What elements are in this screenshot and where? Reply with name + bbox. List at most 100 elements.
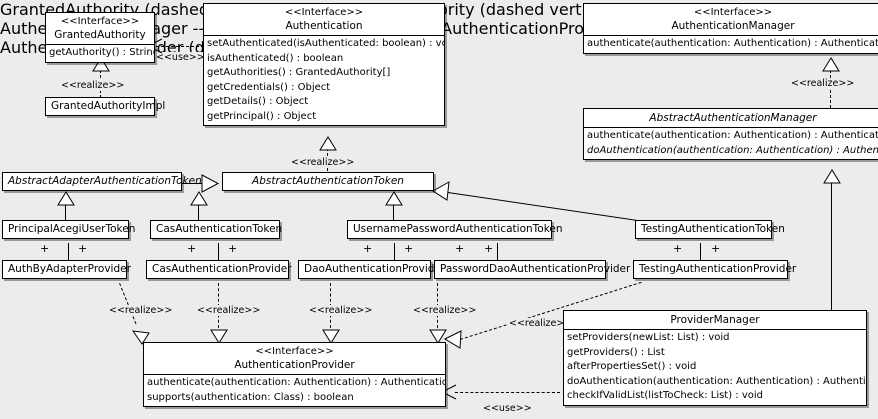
class-header-granted-authority-impl: GrantedAuthorityImpl (46, 98, 166, 115)
class-granted-authority[interactable]: <<Interface>> GrantedAuthority getAuthor… (45, 12, 155, 63)
class-authentication-provider[interactable]: <<Interface>> AuthenticationProvider aut… (143, 342, 446, 407)
class-header-cas-authentication-provider: CasAuthenticationProvider (147, 261, 292, 278)
class-name-label: TestingAuthenticationProvider (639, 263, 797, 275)
class-header-provider-manager: ProviderManager (564, 311, 866, 329)
class-name-label: AbstractAuthenticationToken (252, 175, 404, 187)
assoc-plus-userpass-b: + (404, 242, 414, 255)
method-authenticate: authenticate(authentication: Authenticat… (587, 38, 878, 49)
assoc-plus-userpass-c: + (455, 242, 465, 255)
class-principal-acegi-user-token[interactable]: PrincipalAcegiUserToken (2, 220, 136, 239)
class-header-granted-authority: <<Interface>> GrantedAuthority (46, 13, 154, 44)
generalization-link-providermanager (831, 182, 832, 310)
assoc-link-testing-testingprovider (700, 243, 701, 261)
generalization-link-adaptertoken (182, 183, 218, 184)
class-authentication[interactable]: <<Interface>> Authentication setAuthenti… (203, 3, 445, 126)
class-header-abstract-adapter-authentication-token: AbstractAdapterAuthenticationToken (3, 173, 202, 190)
class-name-label: AbstractAdapterAuthenticationToken (8, 175, 202, 187)
class-members-authentication: setAuthenticated(isAuthenticated: boolea… (204, 35, 444, 125)
class-dao-authentication-provider[interactable]: DaoAuthenticationProvider (298, 260, 446, 279)
class-header-abstract-authentication-token: AbstractAuthenticationToken (223, 173, 433, 190)
class-abstract-adapter-authentication-token[interactable]: AbstractAdapterAuthenticationToken (2, 172, 202, 191)
assoc-plus-principal-right: + (78, 242, 88, 255)
label-use-providermanager: <<use>> (482, 403, 533, 414)
class-name-label: GrantedAuthority (54, 29, 146, 41)
class-name-label: GrantedAuthorityImpl (51, 100, 166, 112)
use-link-authentication-grantedauthority (156, 46, 204, 47)
assoc-plus-userpass-a: + (363, 242, 373, 255)
class-name-label: AuthenticationManager (671, 20, 795, 32)
method-getproviders: getProviders() : List (567, 346, 665, 358)
assoc-plus-principal-left: + (40, 242, 50, 255)
realize-arrowhead-from-casprovider (210, 329, 228, 344)
label-realize-testingprovider: <<realize>> (508, 318, 574, 329)
method-setproviders: setProviders(newList: List) : void (567, 332, 730, 343)
class-granted-authority-impl[interactable]: GrantedAuthorityImpl (45, 97, 166, 116)
class-header-username-password-authentication-token: UsernamePasswordAuthenticationToken (348, 221, 563, 238)
stereotype-label: <<Interface>> (255, 346, 334, 357)
class-name-label: DaoAuthenticationProvider (304, 263, 446, 275)
method-afterpropertiesset: afterPropertiesSet() : void (567, 361, 697, 372)
stereotype-label: <<Interface>> (693, 7, 773, 18)
label-realize-passworddaoprovider: <<realize>> (412, 305, 478, 316)
class-header-dao-authentication-provider: DaoAuthenticationProvider (299, 261, 446, 278)
assoc-plus-testing-right: + (711, 242, 721, 255)
class-abstract-authentication-manager[interactable]: AbstractAuthenticationManager authentica… (583, 108, 878, 160)
class-testing-authentication-provider[interactable]: TestingAuthenticationProvider (633, 260, 797, 279)
realize-arrowhead-from-daoprovider (322, 329, 340, 344)
class-members-provider-manager: setProviders(newList: List) : void getPr… (564, 329, 866, 405)
label-realize-authbyadapter: <<realize>> (108, 305, 174, 316)
class-auth-by-adapter-provider[interactable]: AuthByAdapterProvider (2, 260, 131, 279)
assoc-plus-testing-left: + (673, 242, 683, 255)
realize-link-authbyadapter (119, 283, 137, 325)
assoc-link-userpass-passworddao (497, 243, 498, 261)
label-use-grantedauthority: <<use>> (155, 52, 206, 63)
assoc-plus-cas-left: + (187, 242, 197, 255)
method-checkifvalidlist: checkIfValidList(listToCheck: List) : vo… (567, 390, 764, 401)
generalization-link-testingtoken (447, 192, 652, 224)
method-isauthenticated: isAuthenticated() : boolean (207, 52, 344, 64)
realize-arrowhead-authentication (319, 136, 337, 151)
class-header-principal-acegi-user-token: PrincipalAcegiUserToken (3, 221, 136, 238)
assoc-plus-userpass-d: + (484, 242, 494, 255)
class-name-label: PasswordDaoAuthenticationProvider (440, 263, 631, 275)
class-header-cas-authentication-token: CasAuthenticationToken (151, 221, 283, 238)
class-name-label: AuthenticationProvider (234, 359, 355, 371)
class-name-label: UsernamePasswordAuthenticationToken (353, 223, 563, 235)
class-testing-authentication-token[interactable]: TestingAuthenticationToken (635, 220, 785, 239)
class-name-label: PrincipalAcegiUserToken (8, 223, 136, 235)
class-name-label: CasAuthenticationProvider (152, 263, 292, 275)
class-authentication-manager[interactable]: <<Interface>> AuthenticationManager auth… (583, 3, 878, 54)
realize-arrowhead-authmanager (822, 57, 840, 72)
generalization-link-usernamepasswordtoken (393, 194, 394, 220)
method-doauthentication: doAuthentication(authentication: Authent… (587, 144, 878, 156)
class-cas-authentication-token[interactable]: CasAuthenticationToken (150, 220, 283, 239)
generalization-arrowhead-adapter-from-principal (57, 191, 75, 206)
class-members-authentication-manager: authenticate(authentication: Authenticat… (584, 35, 878, 53)
assoc-link-principal-authbyadapter (68, 243, 69, 261)
class-name-label: CasAuthenticationToken (156, 223, 283, 235)
class-header-authentication-manager: <<Interface>> AuthenticationManager (584, 4, 878, 35)
class-header-testing-authentication-token: TestingAuthenticationToken (636, 221, 785, 238)
method-getauthorities: getAuthorities() : GrantedAuthority[] (207, 67, 391, 78)
method-getauthority: getAuthority() : String (49, 47, 154, 58)
stereotype-label: <<Interface>> (284, 7, 364, 18)
class-header-abstract-authentication-manager: AbstractAuthenticationManager (584, 109, 878, 127)
label-realize-abstracttoken: <<realize>> (290, 157, 356, 168)
class-members-abstract-authentication-manager: authenticate(authentication: Authenticat… (584, 127, 878, 159)
realize-arrowhead-grantedauthority (92, 57, 110, 72)
class-name-label: ProviderManager (670, 314, 760, 326)
class-abstract-authentication-token[interactable]: AbstractAuthenticationToken (222, 172, 434, 191)
method-doauthentication: doAuthentication(authentication: Authent… (567, 375, 866, 387)
generalization-link-principalacegi (65, 194, 66, 220)
method-getdetails: getDetails() : Object (207, 96, 309, 107)
class-name-label: AuthByAdapterProvider (8, 263, 131, 275)
class-username-password-authentication-token[interactable]: UsernamePasswordAuthenticationToken (347, 220, 563, 239)
class-cas-authentication-provider[interactable]: CasAuthenticationProvider (146, 260, 292, 279)
class-provider-manager[interactable]: ProviderManager setProviders(newList: Li… (563, 310, 867, 406)
class-password-dao-authentication-provider[interactable]: PasswordDaoAuthenticationProvider (434, 260, 631, 279)
use-link-providermanager-authenticationprovider (455, 392, 560, 393)
method-supports: supports(authentication: Class) : boolea… (147, 391, 354, 403)
class-name-label: TestingAuthenticationToken (641, 223, 785, 235)
realize-arrowhead-from-testingprovider (443, 330, 462, 349)
